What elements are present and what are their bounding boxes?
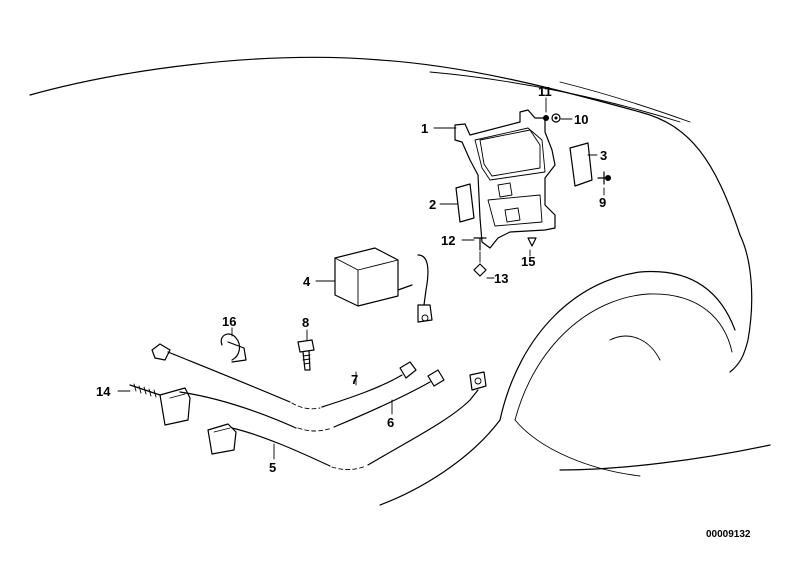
callout-14: 14 (96, 384, 111, 399)
fasteners (473, 113, 611, 277)
callout-1: 1 (421, 121, 428, 136)
callout-16: 16 (222, 314, 236, 329)
callout-2: 2 (429, 197, 436, 212)
callout-10: 10 (574, 112, 588, 127)
cover-plate-right (569, 142, 593, 187)
callout-9: 9 (599, 195, 606, 210)
cover-plate-left (455, 183, 475, 223)
callout-7: 7 (351, 372, 358, 387)
diagram-reference-number: 00009132 (706, 529, 751, 540)
callout-4: 4 (303, 274, 311, 289)
car-body-outline (29, 56, 771, 506)
callout-13: 13 (494, 271, 508, 286)
callout-8: 8 (302, 315, 309, 330)
callout-5: 5 (269, 460, 276, 475)
leader-lines (117, 97, 605, 460)
spring-clip-part (129, 383, 161, 398)
cable-5 (207, 371, 487, 470)
callout-3: 3 (600, 148, 607, 163)
callout-6: 6 (387, 415, 394, 430)
callout-labels: 1 2 3 4 5 6 7 8 9 10 11 12 13 14 15 16 (96, 84, 607, 475)
callout-11: 11 (538, 84, 552, 99)
cable-6 (159, 369, 445, 432)
callout-12: 12 (441, 233, 455, 248)
callout-15: 15 (521, 254, 535, 269)
cable-7 (151, 343, 417, 410)
bolt-part (297, 339, 315, 371)
control-module (334, 247, 433, 323)
bracket-part (454, 109, 556, 249)
clip-part (220, 333, 247, 363)
